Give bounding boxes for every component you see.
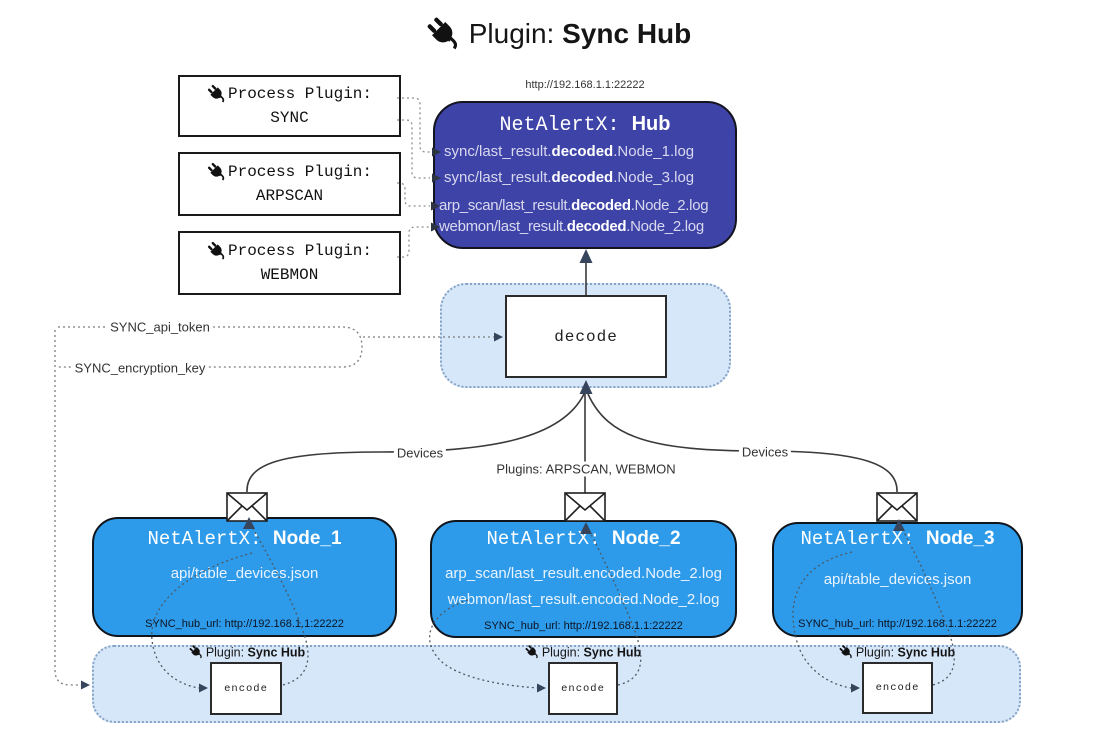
encoder-plugin-label: Plugin: Sync Hub bbox=[189, 645, 305, 660]
encoder-plugin-label: Plugin: Sync Hub bbox=[839, 645, 955, 660]
node-title: NetAlertX: Node_1 bbox=[147, 528, 342, 550]
plug-icon bbox=[427, 17, 457, 50]
edge-label-sync-api-token: SYNC_api_token bbox=[107, 319, 213, 335]
decode-label: decode bbox=[554, 327, 618, 346]
envelope-icon bbox=[876, 492, 918, 522]
process-plugin-name: WEBMON bbox=[260, 266, 319, 284]
envelope-icon bbox=[564, 492, 606, 522]
node-box-node-1: NetAlertX: Node_1 api/table_devices.json… bbox=[92, 517, 397, 637]
plug-icon bbox=[207, 241, 225, 260]
edge-label-devices-left: Devices bbox=[393, 445, 447, 461]
process-plugin-label: Process Plugin: bbox=[227, 242, 373, 260]
diagram-title: Plugin: Sync Hub bbox=[0, 16, 1117, 52]
node-title: NetAlertX: Node_3 bbox=[800, 528, 995, 550]
encode-box: encode bbox=[548, 662, 618, 715]
edge-label-plugins: Plugins: ARPSCAN, WEBMON bbox=[493, 461, 679, 477]
hub-entry: sync/last_result.decoded.Node_3.log bbox=[444, 169, 695, 186]
node-file: api/table_devices.json bbox=[823, 571, 972, 588]
decode-box: decode bbox=[505, 295, 667, 378]
hub-entry: sync/last_result.decoded.Node_1.log bbox=[444, 143, 695, 160]
node-file: api/table_devices.json bbox=[170, 565, 319, 582]
process-plugin-label: Process Plugin: bbox=[227, 85, 373, 103]
encoder-plugin-label: Plugin: Sync Hub bbox=[525, 645, 641, 660]
page-title: Plugin: Sync Hub bbox=[468, 18, 692, 49]
node-hub-url: SYNC_hub_url: http://192.168.1.1:22222 bbox=[145, 618, 344, 630]
hub-box bbox=[433, 101, 737, 249]
plug-icon bbox=[525, 645, 538, 659]
hub-entry: arp_scan/last_result.decoded.Node_2.log bbox=[439, 197, 709, 214]
plug-icon bbox=[189, 645, 202, 659]
encode-box: encode bbox=[210, 662, 282, 715]
edge-label-devices-right: Devices bbox=[738, 444, 792, 460]
node-box-node-2: NetAlertX: Node_2 arp_scan/last_result.e… bbox=[430, 520, 737, 638]
plugin-to-hub-edges bbox=[397, 97, 430, 258]
node-file: arp_scan/last_result.encoded.Node_2.log bbox=[445, 565, 722, 582]
edge-label-sync-encryption-key: SYNC_encryption_key bbox=[71, 360, 209, 376]
process-plugin-name: ARPSCAN bbox=[255, 187, 324, 205]
process-plugin-label: Process Plugin: bbox=[227, 163, 373, 181]
plug-icon bbox=[207, 162, 225, 181]
node-file: webmon/last_result.encoded.Node_2.log bbox=[447, 591, 720, 608]
node-hub-url: SYNC_hub_url: http://192.168.1.1:22222 bbox=[798, 618, 997, 630]
node-box-node-3: NetAlertX: Node_3 api/table_devices.json… bbox=[772, 522, 1023, 637]
plug-icon bbox=[839, 645, 852, 659]
process-plugin-box-sync: Process Plugin: SYNC bbox=[178, 75, 401, 137]
process-plugin-box-webmon: Process Plugin: WEBMON bbox=[178, 231, 401, 295]
node-title: NetAlertX: Node_2 bbox=[486, 528, 681, 550]
plug-icon bbox=[207, 84, 225, 103]
process-plugin-name: SYNC bbox=[270, 109, 309, 127]
encode-box: encode bbox=[862, 662, 933, 714]
node-hub-url: SYNC_hub_url: http://192.168.1.1:22222 bbox=[484, 620, 683, 632]
hub-url-label: http://192.168.1.1:22222 bbox=[525, 79, 645, 91]
process-plugin-box-arpscan: Process Plugin: ARPSCAN bbox=[178, 152, 401, 216]
hub-title: NetAlertX: Hub bbox=[499, 113, 671, 137]
hub-entry: webmon/last_result.decoded.Node_2.log bbox=[439, 218, 704, 235]
